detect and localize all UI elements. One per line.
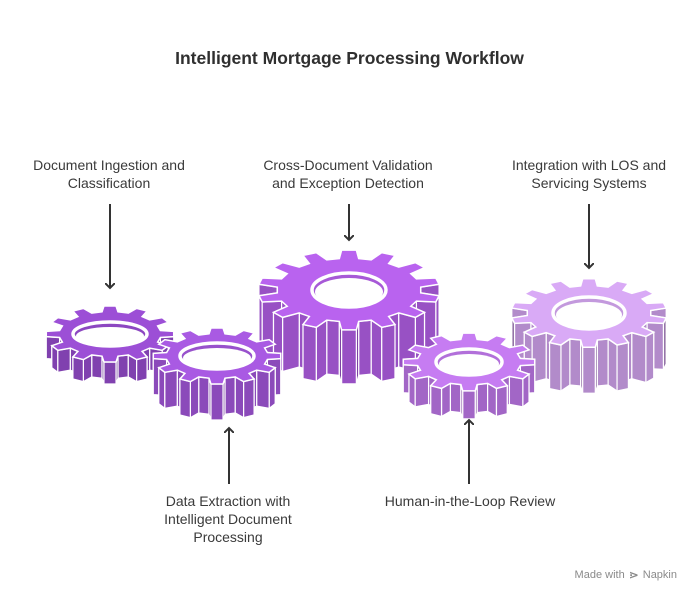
gear-side-face <box>449 382 462 414</box>
gear-side-face <box>631 331 647 384</box>
gear-hole-inner <box>76 327 144 345</box>
diagram-title: Intelligent Mortgage Processing Workflow <box>175 48 524 68</box>
napkin-watermark: Made with ⋗ Napkin <box>574 568 677 582</box>
step-label-data-extraction: Data Extraction with Intelligent Documen… <box>164 493 292 545</box>
gear-side-face <box>117 354 129 379</box>
gear-side-face <box>358 319 372 377</box>
gear-side-face <box>164 369 178 410</box>
gear-side-face <box>326 319 340 377</box>
gear-side-face <box>210 383 224 421</box>
gear-side-face <box>495 384 508 418</box>
gear-side-face <box>508 375 524 408</box>
gear-side-face <box>414 375 430 408</box>
gear-side-face <box>72 356 84 383</box>
gear-side-face <box>370 318 383 383</box>
step-label-human-review: Human-in-the-Loop Review <box>384 493 556 509</box>
gear-side-face <box>189 375 200 419</box>
step-label-document-ingestion: Document Ingestion and Classification <box>33 157 185 191</box>
gear-side-face <box>596 338 609 387</box>
gear-side-face <box>607 337 618 393</box>
gear-5-icon <box>510 278 668 394</box>
gear-side-face <box>341 329 357 385</box>
gear-side-face <box>381 323 396 383</box>
gear-4-icon <box>402 332 536 420</box>
gear-side-face <box>91 354 103 379</box>
gear-3-icon <box>257 249 441 385</box>
gear-side-face <box>645 331 655 384</box>
gear-side-face <box>582 346 596 394</box>
gear-side-face <box>243 378 255 419</box>
gear-side-face <box>430 384 443 418</box>
gear-hole-inner <box>183 348 251 368</box>
gear-side-face <box>302 323 317 383</box>
gear-side-face <box>179 378 191 419</box>
step-label-cross-document-validation: Cross-Document Validation and Exception … <box>263 157 433 191</box>
gear-hole-inner <box>556 302 622 328</box>
gear-side-face <box>476 382 489 414</box>
gear-side-face <box>224 376 236 415</box>
gear-side-face <box>103 361 117 385</box>
gear-hole-inner <box>315 278 383 306</box>
gear-side-face <box>268 366 276 410</box>
gear-side-face <box>548 341 562 392</box>
gear-side-face <box>136 356 148 383</box>
gear-side-face <box>198 376 210 415</box>
gear-side-face <box>57 347 71 374</box>
step-label-los-integration: Integration with LOS and Servicing Syste… <box>511 157 667 191</box>
napkin-logo-icon: ⋗ <box>628 568 639 582</box>
gear-side-face <box>315 318 328 383</box>
gear-side-face <box>234 375 245 419</box>
gear-side-face <box>569 338 582 387</box>
gear-side-face <box>462 390 476 420</box>
gear-side-face <box>256 369 270 410</box>
gear-side-face <box>616 341 630 392</box>
gear-side-face <box>158 366 166 410</box>
gear-side-face <box>560 337 571 393</box>
gear-hole-inner <box>439 354 499 374</box>
gear-side-face <box>282 312 300 373</box>
gear-2-icon <box>152 327 282 421</box>
